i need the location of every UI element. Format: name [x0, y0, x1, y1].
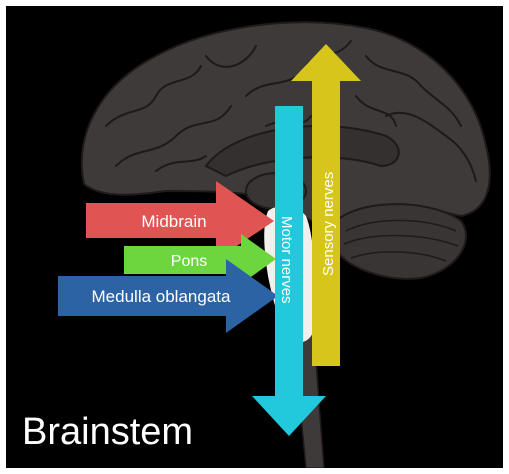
- brainstem-diagram: Midbrain Pons Medulla oblangata Motor ne…: [6, 6, 503, 468]
- midbrain-label: Midbrain: [141, 212, 206, 231]
- medulla-label: Medulla oblangata: [92, 287, 231, 306]
- brainstem-title: Brainstem: [22, 411, 193, 453]
- pons-label: Pons: [171, 253, 207, 270]
- diagram-canvas: Midbrain Pons Medulla oblangata Motor ne…: [6, 6, 503, 468]
- sensory-nerves-label: Sensory nerves: [320, 172, 337, 276]
- motor-nerves-label: Motor nerves: [278, 216, 295, 304]
